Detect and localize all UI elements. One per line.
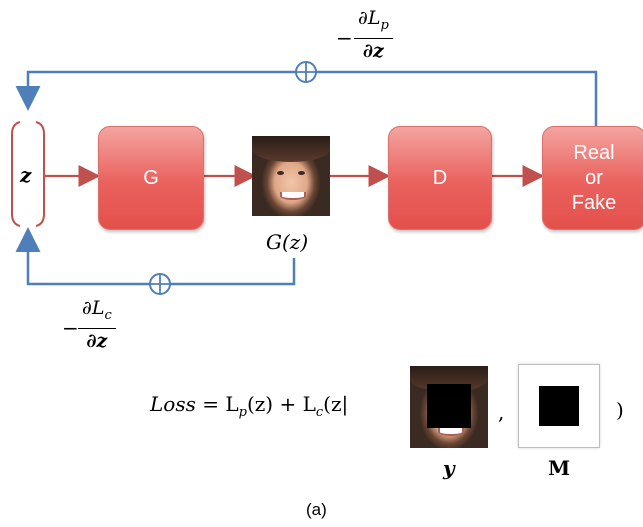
bottom-gradient-subscript: c bbox=[104, 307, 112, 323]
discriminator-block: D bbox=[388, 126, 492, 230]
comma-separator: , bbox=[498, 400, 505, 424]
z-variable-label: z bbox=[20, 163, 32, 187]
generated-face-image bbox=[252, 136, 330, 216]
loss-sub-c: c bbox=[315, 405, 324, 420]
output-label-line-3: Fake bbox=[571, 191, 617, 214]
loss-rhs-part1: = L bbox=[202, 392, 239, 416]
top-gradient-sign: − bbox=[336, 26, 353, 50]
loss-equation: Loss = Lp(z) + Lc(z| bbox=[150, 392, 348, 420]
top-gradient-numerator: ∂L bbox=[358, 7, 381, 29]
generator-label: G bbox=[143, 166, 159, 189]
mask-image bbox=[518, 364, 600, 448]
generator-block: G bbox=[98, 126, 204, 230]
loss-rhs-part2: (z) + L bbox=[246, 392, 316, 416]
generated-image-label: G(z) bbox=[266, 230, 309, 254]
real-or-fake-block: Real or Fake bbox=[542, 126, 643, 230]
top-gradient-denominator: ∂z bbox=[362, 40, 384, 63]
masked-face-image bbox=[410, 366, 488, 448]
close-paren: ) bbox=[616, 398, 624, 422]
bottom-gradient-fraction: ∂Lc ∂z bbox=[78, 296, 116, 353]
y-label: y bbox=[443, 456, 455, 480]
top-gradient-subscript: p bbox=[380, 17, 389, 33]
bottom-sum-circle-icon bbox=[149, 273, 171, 295]
mask-label: M bbox=[548, 456, 571, 480]
bottom-gradient-numerator: ∂L bbox=[82, 297, 105, 319]
top-sum-circle-icon bbox=[295, 61, 317, 83]
z-right-bracket bbox=[35, 121, 45, 227]
bottom-gradient-denominator: ∂z bbox=[86, 330, 108, 353]
z-left-bracket bbox=[11, 121, 21, 227]
output-label-line-1: Real bbox=[573, 141, 615, 164]
discriminator-label: D bbox=[432, 166, 448, 189]
loss-lhs: Loss bbox=[150, 392, 196, 416]
bottom-gradient-sign: − bbox=[62, 316, 79, 340]
figure-caption: (a) bbox=[306, 500, 327, 519]
loss-sub-p: p bbox=[238, 405, 247, 420]
output-label-line-2: or bbox=[585, 166, 603, 189]
loss-rhs-part3: (z| bbox=[323, 392, 349, 416]
top-gradient-fraction: ∂Lp ∂z bbox=[354, 6, 393, 63]
